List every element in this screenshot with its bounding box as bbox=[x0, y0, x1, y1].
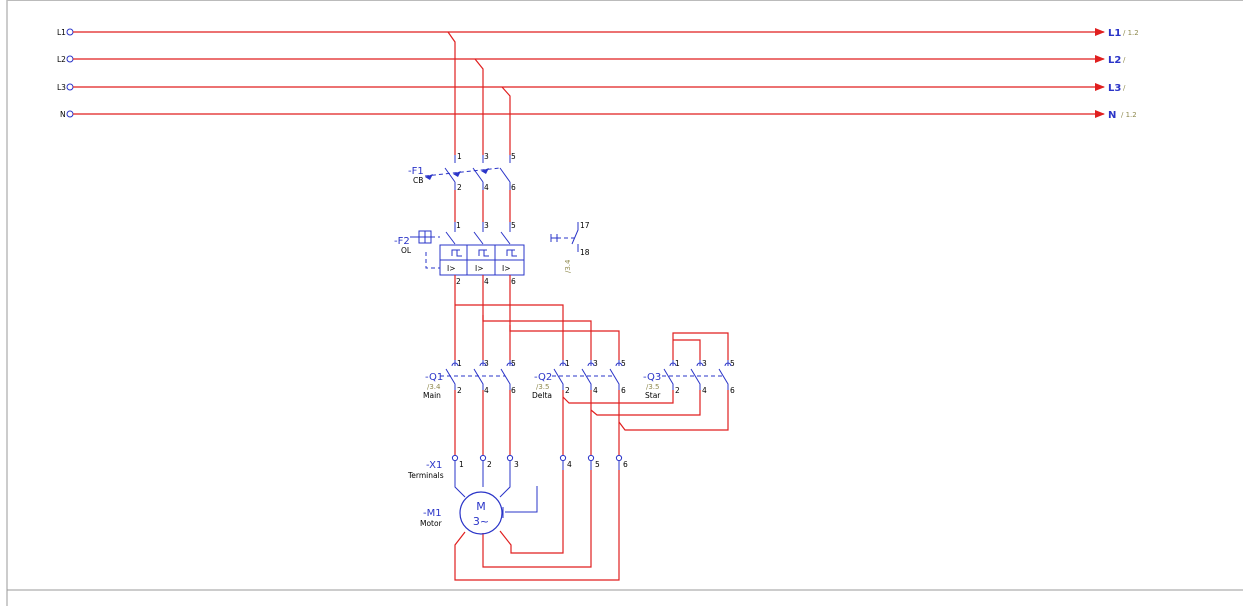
svg-text:2: 2 bbox=[457, 183, 462, 192]
busbar-n-label: N bbox=[1108, 110, 1116, 121]
svg-text:5: 5 bbox=[621, 359, 626, 368]
motor-line2: 3~ bbox=[473, 515, 489, 528]
wires-f1-f2 bbox=[454, 190, 511, 222]
q2-tag: -Q2 bbox=[534, 372, 552, 383]
q3-desc: Star bbox=[645, 391, 661, 400]
motor-line1: M bbox=[476, 500, 486, 513]
svg-text:18: 18 bbox=[580, 248, 590, 257]
svg-text:3: 3 bbox=[484, 359, 489, 368]
svg-text:3: 3 bbox=[702, 359, 707, 368]
svg-text:1: 1 bbox=[457, 152, 462, 161]
svg-text:2: 2 bbox=[675, 386, 680, 395]
q1-ref: /3.4 bbox=[427, 383, 441, 391]
svg-text:2: 2 bbox=[457, 386, 462, 395]
breaker-f1: -F1 CB 1 3 5 2 4 6 bbox=[408, 152, 516, 192]
svg-text:1: 1 bbox=[565, 359, 570, 368]
q1-desc: Main bbox=[423, 391, 441, 400]
svg-text:1: 1 bbox=[675, 359, 680, 368]
svg-text:4: 4 bbox=[593, 386, 598, 395]
q3-tag: -Q3 bbox=[643, 372, 661, 383]
busbar-l2: L2 L2 / bbox=[57, 55, 1126, 66]
q3-ref: /3.5 bbox=[646, 383, 660, 391]
svg-text:L3: L3 bbox=[57, 83, 66, 92]
svg-text:N: N bbox=[60, 110, 66, 119]
svg-text:17: 17 bbox=[580, 221, 590, 230]
svg-text:I>: I> bbox=[447, 264, 456, 273]
supply-drops bbox=[447, 31, 511, 155]
svg-text:4: 4 bbox=[484, 277, 489, 286]
svg-text:5: 5 bbox=[511, 152, 516, 161]
f1-tag: -F1 bbox=[408, 166, 424, 177]
x1-tag: -X1 bbox=[426, 460, 442, 471]
svg-text:2: 2 bbox=[565, 386, 570, 395]
contactor-q2: -Q2 /3.5 Delta 1 3 5 2 4 6 bbox=[532, 359, 626, 400]
svg-text:4: 4 bbox=[567, 460, 572, 469]
m1-tag: -M1 bbox=[423, 508, 442, 519]
svg-text:3: 3 bbox=[514, 460, 519, 469]
svg-text:5: 5 bbox=[511, 359, 516, 368]
svg-text:5: 5 bbox=[595, 460, 600, 469]
wires-motor bbox=[454, 461, 620, 581]
m1-desc: Motor bbox=[420, 519, 443, 528]
q2-desc: Delta bbox=[532, 391, 552, 400]
svg-text:4: 4 bbox=[484, 183, 489, 192]
busbar-l1-label: L1 bbox=[1108, 28, 1121, 39]
svg-text:1: 1 bbox=[459, 460, 464, 469]
svg-text:6: 6 bbox=[623, 460, 628, 469]
svg-text:1: 1 bbox=[456, 221, 461, 230]
svg-text:6: 6 bbox=[511, 386, 516, 395]
busbar-l1: L1 L1 / 1.2 bbox=[57, 28, 1139, 39]
svg-text:4: 4 bbox=[484, 386, 489, 395]
busbar-l3-ref: / bbox=[1123, 84, 1126, 92]
x1-desc: Terminals bbox=[407, 471, 444, 480]
svg-text:I>: I> bbox=[475, 264, 484, 273]
terminal-strip-x1: -X1 Terminals 1 2 3 4 5 6 bbox=[407, 454, 628, 480]
svg-text:6: 6 bbox=[511, 277, 516, 286]
busbar-n-ref: / 1.2 bbox=[1121, 111, 1137, 119]
svg-text:6: 6 bbox=[511, 183, 516, 192]
f2-aux-ref: /3.4 bbox=[564, 259, 572, 273]
svg-text:3: 3 bbox=[484, 152, 489, 161]
contactor-q3: -Q3 /3.5 Star 1 3 5 2 4 6 bbox=[643, 359, 735, 400]
busbar-n: N N / 1.2 bbox=[60, 110, 1137, 121]
svg-text:5: 5 bbox=[730, 359, 735, 368]
busbar-l1-ref: / 1.2 bbox=[1123, 29, 1139, 37]
wires-to-terminals bbox=[454, 390, 729, 455]
svg-text:1: 1 bbox=[457, 359, 462, 368]
svg-text:6: 6 bbox=[621, 386, 626, 395]
busbar-l3-label: L3 bbox=[1108, 83, 1121, 94]
svg-text:I>: I> bbox=[502, 264, 511, 273]
motor-m1: -M1 Motor M 3~ bbox=[420, 491, 503, 535]
q1-tag: -Q1 bbox=[425, 372, 443, 383]
svg-text:4: 4 bbox=[702, 386, 707, 395]
busbar-l2-label: L2 bbox=[1108, 55, 1121, 66]
busbar-l2-ref: / bbox=[1123, 56, 1126, 64]
f2-tag: -F2 bbox=[394, 236, 410, 247]
wires-distribution bbox=[454, 275, 729, 360]
svg-text:2: 2 bbox=[456, 277, 461, 286]
f2-desc: OL bbox=[401, 246, 412, 255]
svg-text:6: 6 bbox=[730, 386, 735, 395]
busbar-l3: L3 L3 / bbox=[57, 83, 1126, 94]
contactor-q1: -Q1 /3.4 Main 1 3 5 2 4 6 bbox=[423, 359, 516, 400]
svg-text:L2: L2 bbox=[57, 55, 66, 64]
svg-text:3: 3 bbox=[593, 359, 598, 368]
svg-text:3: 3 bbox=[484, 221, 489, 230]
svg-text:2: 2 bbox=[487, 460, 492, 469]
motor-symbol bbox=[459, 491, 503, 535]
q2-ref: /3.5 bbox=[536, 383, 550, 391]
svg-text:L1: L1 bbox=[57, 28, 66, 37]
overload-f2: -F2 OL 1 3 5 2 4 6 I> I> I> 17 18 /3.4 bbox=[394, 221, 590, 286]
svg-text:5: 5 bbox=[511, 221, 516, 230]
f1-desc: CB bbox=[413, 176, 423, 185]
